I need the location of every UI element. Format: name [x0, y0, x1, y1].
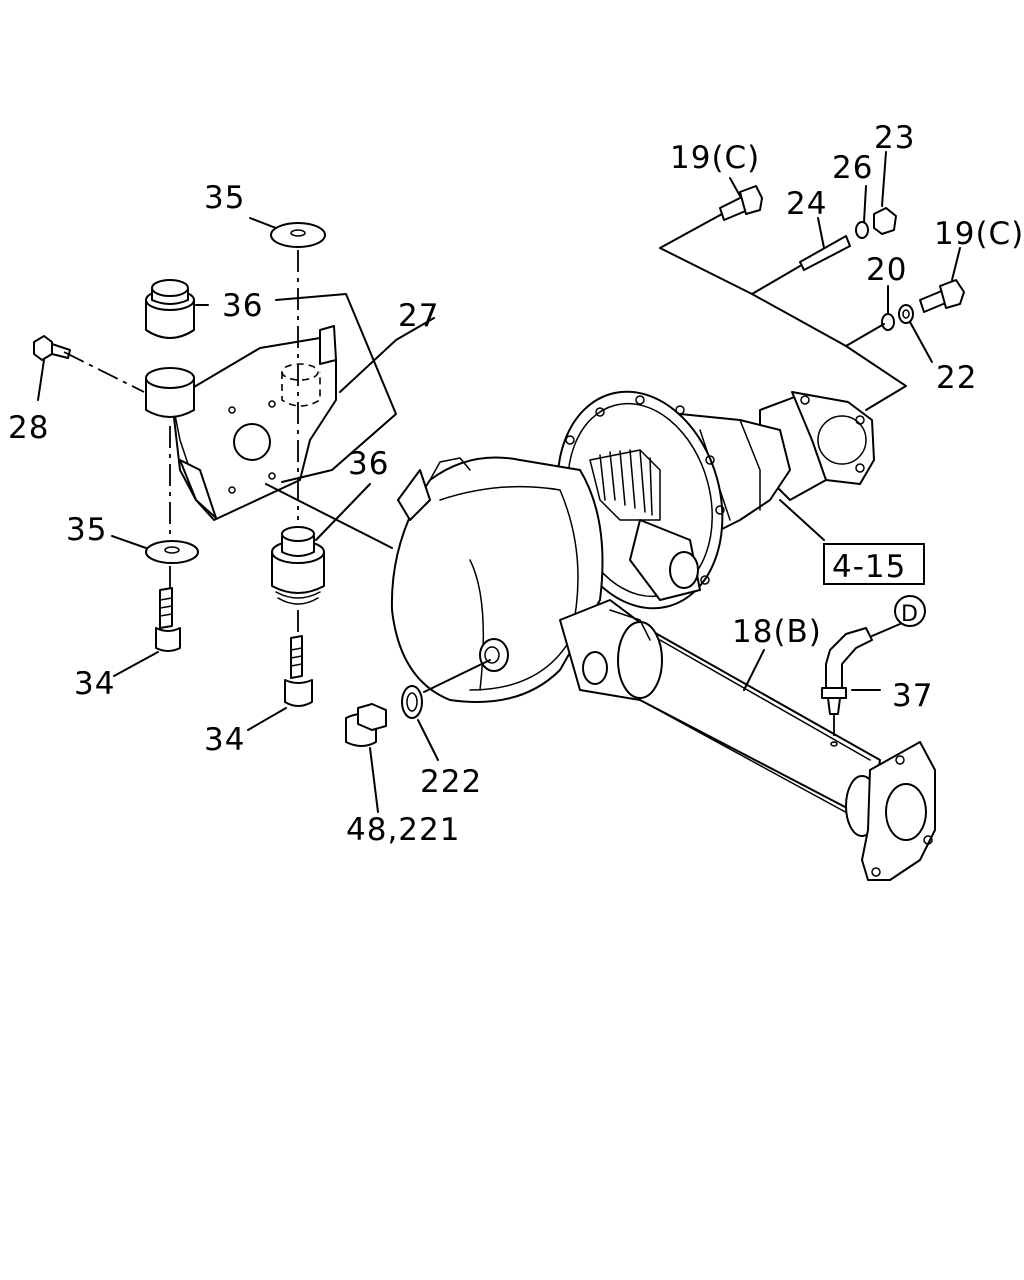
callout-34-left: 34 [74, 666, 115, 702]
callout-22: 22 [936, 360, 977, 396]
callout-35-bottom: 35 [66, 512, 107, 548]
callout-27: 27 [398, 298, 439, 334]
centre-lines [63, 213, 907, 740]
callout-48-221: 48,221 [346, 812, 460, 848]
callout-19c-right: 19(C) [934, 216, 1024, 252]
washer-35-top [270, 222, 326, 248]
callout-20: 20 [866, 252, 907, 288]
washer-22 [898, 304, 914, 324]
callout-4-15: 4-15 [832, 549, 906, 585]
bolt-19c-right [919, 279, 965, 313]
mount-bracket [171, 325, 337, 521]
plug-48 [345, 703, 387, 747]
bolt-28 [33, 335, 71, 361]
callout-26: 26 [832, 150, 873, 186]
washer-35-bottom [145, 540, 199, 564]
callout-24: 24 [786, 186, 827, 222]
reference-box-4-15: 4-15 [823, 543, 925, 585]
breather-37 [821, 627, 873, 747]
nut-23 [873, 207, 897, 235]
callout-36-mid: 36 [348, 446, 389, 482]
callout-28: 28 [8, 410, 49, 446]
washer-20 [881, 313, 895, 331]
callout-35-top: 35 [204, 180, 245, 216]
reference-circle-d: D [894, 595, 926, 627]
callout-222: 222 [420, 764, 482, 800]
bushing-36-mid [271, 526, 325, 605]
callout-34-mid: 34 [204, 722, 245, 758]
bolt-34-left [155, 587, 181, 652]
leader-lines [37, 151, 961, 813]
callout-36-top: 36 [222, 288, 263, 324]
callout-23: 23 [874, 120, 915, 156]
washer-26 [855, 221, 869, 239]
axle-tube [559, 599, 936, 881]
gasket-222 [401, 685, 423, 719]
bushing-36-top [145, 279, 195, 339]
differential-carrier [390, 390, 875, 703]
bolt-19c-top [719, 185, 763, 221]
stud-24 [799, 235, 851, 271]
callout-18b: 18(B) [732, 614, 822, 650]
bushing-sleeve [145, 367, 195, 418]
callout-19c-top: 19(C) [670, 140, 760, 176]
bolt-34-mid [284, 635, 313, 707]
callout-37: 37 [892, 678, 933, 714]
callout-d: D [901, 602, 919, 627]
